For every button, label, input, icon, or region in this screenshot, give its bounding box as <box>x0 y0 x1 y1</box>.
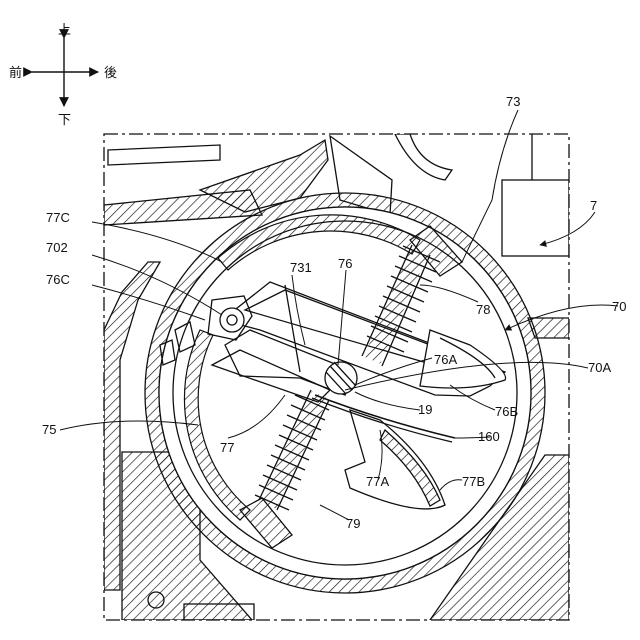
pivot-702 <box>220 308 244 332</box>
label-70: 70 <box>612 299 626 314</box>
label-76C: 76C <box>46 272 70 287</box>
label-77A: 77A <box>366 474 389 489</box>
label-73: 73 <box>506 94 520 109</box>
label-702: 702 <box>46 240 68 255</box>
label-160: 160 <box>478 429 500 444</box>
label-76: 76 <box>338 256 352 271</box>
label-78: 78 <box>476 302 490 317</box>
direction-up-label: 上 <box>58 23 71 38</box>
direction-down-label: 下 <box>58 113 71 128</box>
label-70A: 70A <box>588 360 611 375</box>
label-77: 77 <box>220 440 234 455</box>
direction-front-label: 前 <box>9 65 22 81</box>
label-19: 19 <box>418 402 432 417</box>
label-76B: 76B <box>495 404 518 419</box>
label-79: 79 <box>346 516 360 531</box>
label-76A: 76A <box>434 352 457 367</box>
label-75: 75 <box>42 422 56 437</box>
top-hook <box>395 134 452 180</box>
direction-back-label: 後 <box>104 66 117 81</box>
right-top-box <box>502 180 569 256</box>
label-7: 7 <box>590 198 597 213</box>
direction-indicator <box>32 38 98 106</box>
label-77B: 77B <box>462 474 485 489</box>
label-731: 731 <box>290 260 312 275</box>
label-77C: 77C <box>46 210 70 225</box>
